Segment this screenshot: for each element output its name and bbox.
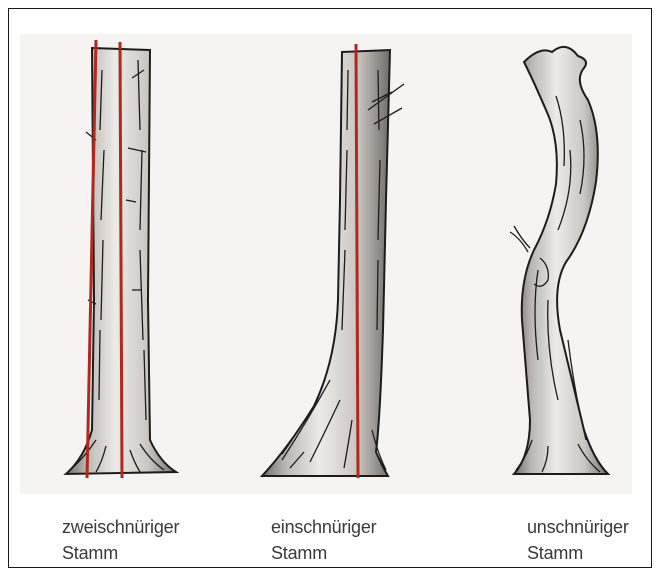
caption-two-line: zweischnüriger Stamm: [62, 514, 179, 566]
guide-line-center: [356, 44, 358, 478]
tree-two-line-trunk: [66, 40, 176, 478]
caption-line-2: Stamm: [62, 540, 179, 566]
caption-line-1: einschnüriger: [271, 514, 376, 540]
caption-line-2: Stamm: [271, 540, 376, 566]
caption-one-line: einschnüriger Stamm: [271, 514, 376, 566]
caption-no-line: unschnüriger Stamm: [527, 514, 629, 566]
caption-line-1: zweischnüriger: [62, 514, 179, 540]
tree-one-line-trunk: [262, 44, 404, 478]
caption-line-2: Stamm: [527, 540, 629, 566]
caption-line-1: unschnüriger: [527, 514, 629, 540]
guide-line-right: [120, 42, 122, 478]
tree-no-line-trunk: [510, 47, 608, 474]
